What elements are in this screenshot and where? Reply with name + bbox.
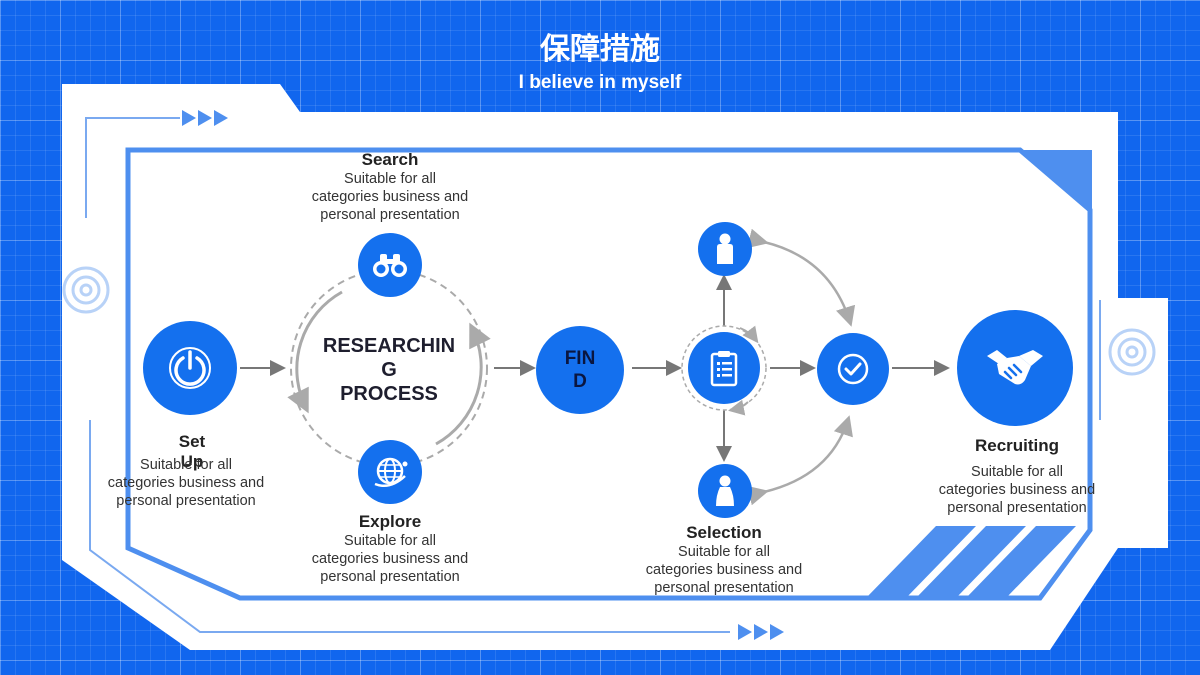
globe-icon: [374, 457, 408, 487]
check-node: [817, 333, 889, 405]
explore-label: Explore Suitable for all categories busi…: [290, 512, 490, 586]
explore-desc-line1: Suitable for all: [344, 533, 436, 549]
center-line2: G: [381, 359, 397, 381]
power-icon: [169, 347, 211, 389]
person-icon: [717, 233, 733, 264]
selection-desc-line3: personal presentation: [654, 580, 794, 596]
search-desc-line1: Suitable for all: [344, 171, 436, 187]
person-bottom-node: [698, 464, 752, 518]
recruiting-node: [957, 310, 1073, 426]
center-line1: RESEARCHIN: [322, 335, 456, 357]
recruiting-label: Recruiting Suitable for all categories b…: [917, 436, 1117, 517]
target-right: [1108, 328, 1156, 376]
person-top-node: [698, 222, 752, 276]
chevrons-top: [182, 110, 228, 126]
search-label: Search Suitable for all categories busin…: [290, 150, 490, 224]
explore-node: [358, 440, 422, 504]
handshake-icon: [987, 350, 1043, 385]
recruiting-desc-line1: Suitable for all: [971, 464, 1063, 480]
page-subtitle: I believe in myself: [518, 72, 682, 93]
recruiting-desc-line2: categories business and: [938, 482, 1096, 498]
target-left: [62, 266, 110, 314]
selection-desc-line2: categories business and: [645, 562, 803, 578]
selection-desc-line1: Suitable for all: [678, 544, 770, 560]
setup-label: Set Up: [96, 432, 276, 472]
check-icon: [837, 353, 869, 385]
chevrons-bottom: [738, 624, 784, 640]
center-label: RESEARCHIN G PROCESS: [304, 334, 474, 406]
binoculars-icon: [373, 254, 407, 277]
find-node: FIN D: [536, 326, 624, 414]
find-line2: D: [573, 371, 587, 392]
search-node: [358, 233, 422, 297]
explore-desc-line2: categories business and: [311, 551, 469, 567]
search-desc-line3: personal presentation: [320, 207, 460, 223]
find-label: FIN D: [565, 347, 596, 393]
person-icon: [716, 475, 734, 506]
inner-outline: [125, 147, 1093, 601]
recruiting-desc-line3: personal presentation: [947, 500, 1087, 516]
clipboard-icon: [710, 351, 738, 387]
explore-desc-line3: personal presentation: [320, 569, 460, 585]
page-title: 保障措施: [540, 32, 660, 67]
setup-desc-line1: Suitable for all: [140, 457, 232, 473]
stripes: [866, 526, 1076, 598]
search-title: Search: [361, 150, 419, 169]
clipboard-node: [688, 332, 760, 404]
setup-desc-line2: categories business and: [107, 475, 265, 491]
selection-label: Selection Suitable for all categories bu…: [624, 523, 824, 597]
search-desc-line2: categories business and: [311, 189, 469, 205]
find-line1: FIN: [564, 348, 596, 369]
setup-node: [143, 321, 237, 415]
center-line3: PROCESS: [340, 383, 438, 405]
setup-desc-line3: personal presentation: [116, 493, 256, 509]
setup-title: Set Up: [178, 432, 206, 471]
recruiting-title: Recruiting: [974, 436, 1060, 455]
explore-title: Explore: [358, 512, 422, 531]
selection-title: Selection: [686, 523, 762, 542]
setup-desc: Suitable for all categories business and…: [86, 456, 286, 510]
